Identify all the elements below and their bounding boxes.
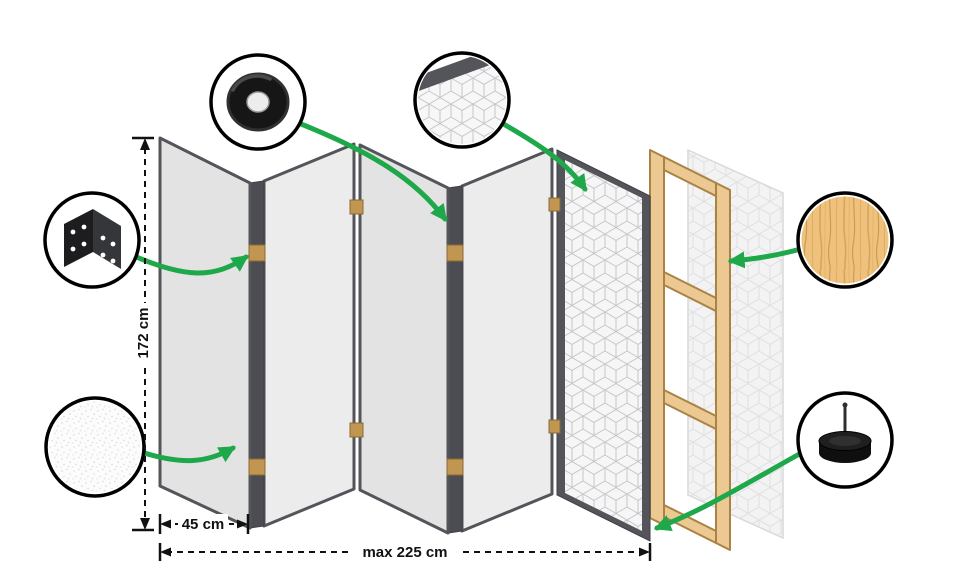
floor-pad-icon	[818, 402, 872, 463]
hinge-marker	[446, 458, 464, 476]
arrow-to-panel-surface	[138, 445, 236, 464]
arrow-to-tape-joint	[293, 119, 448, 222]
corner-bracket-icon	[64, 209, 121, 269]
height-dimension: 172 cm	[132, 136, 154, 532]
arrow-to-hinge	[131, 253, 249, 276]
total-width-dimension: max 225 cm	[158, 542, 652, 562]
arrow-to-frame-bottom	[653, 449, 806, 532]
backing-sheet	[687, 148, 784, 540]
hinge-marker	[248, 458, 266, 476]
frame-rung	[663, 389, 717, 430]
hinge-marker	[548, 197, 561, 212]
callout-arrows	[131, 119, 806, 532]
height-dimension-label: 172 cm	[135, 308, 152, 359]
fleece-texture-icon	[49, 401, 141, 493]
arrow-to-patterned-panel	[497, 119, 588, 192]
hinge-markers	[248, 197, 561, 476]
frame-rung	[663, 156, 717, 197]
frame-rung	[663, 504, 717, 544]
callout-hinge	[43, 191, 141, 289]
callout-wood	[796, 191, 894, 289]
hinge-marker	[446, 244, 464, 262]
callout-fleece	[44, 396, 146, 498]
wood-grain-icon	[801, 196, 889, 284]
callout-tape	[209, 53, 307, 151]
patterned-panel	[556, 149, 651, 542]
screen-panel	[158, 136, 252, 530]
panel-width-dimension: 45 cm	[158, 514, 250, 534]
hinge-marker	[548, 419, 561, 434]
screen-panel	[358, 143, 450, 535]
panel-edge	[249, 180, 265, 529]
hinge-marker	[349, 422, 364, 438]
total-width-dimension-label: max 225 cm	[362, 544, 447, 561]
panel-edge	[447, 185, 463, 534]
screen-panel	[460, 147, 554, 533]
hinge-marker	[349, 199, 364, 215]
frame-rung	[663, 271, 717, 312]
arrow-to-wooden-frame	[727, 246, 804, 269]
folding-screen	[158, 136, 651, 542]
screen-panel	[262, 142, 356, 528]
panel-width-dimension-label: 45 cm	[182, 516, 225, 533]
tape-roll-icon	[226, 72, 290, 132]
callout-foot	[796, 391, 894, 489]
frame-left-rail	[649, 149, 665, 526]
hinge-marker	[248, 244, 266, 262]
